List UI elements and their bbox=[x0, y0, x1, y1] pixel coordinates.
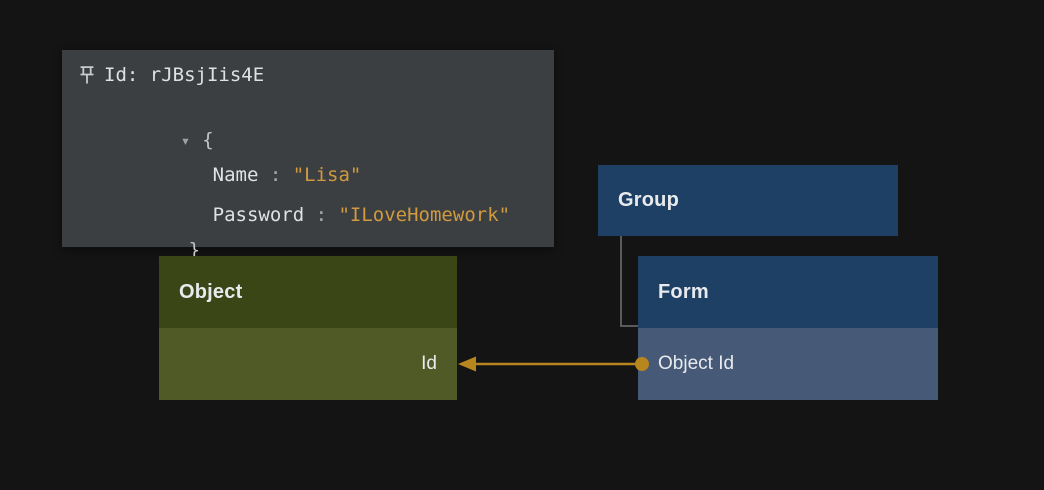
group-form-connector-line bbox=[620, 236, 638, 327]
arrowhead-icon bbox=[458, 356, 476, 372]
form-row-object-id[interactable]: Object Id bbox=[638, 328, 938, 400]
field-key: Name bbox=[212, 164, 259, 186]
pin-icon[interactable] bbox=[79, 65, 95, 85]
open-brace: { bbox=[202, 129, 214, 151]
node-object[interactable]: Object Id bbox=[159, 256, 457, 400]
record-id-text: Id: rJBsjIis4E bbox=[104, 64, 265, 86]
node-object-title: Object bbox=[159, 256, 457, 328]
json-field-name: Name : "Lisa" bbox=[144, 133, 362, 217]
node-group[interactable]: Group bbox=[598, 165, 898, 236]
field-value: "Lisa" bbox=[292, 164, 362, 186]
field-value: "ILoveHomework" bbox=[338, 204, 511, 226]
collapse-arrow-icon[interactable]: ▾ bbox=[180, 131, 191, 150]
node-group-title: Group bbox=[618, 189, 679, 211]
reference-arrow[interactable] bbox=[458, 356, 649, 372]
json-field-password: Password : "ILoveHomework" bbox=[144, 173, 510, 257]
node-form-title: Form bbox=[638, 256, 938, 328]
field-key: Password bbox=[212, 204, 305, 226]
field-separator: : bbox=[258, 164, 293, 186]
node-form[interactable]: Form Object Id bbox=[638, 256, 938, 400]
row-label: Object Id bbox=[658, 353, 735, 374]
inspect-popup: Id: rJBsjIis4E ▾ { Name : "Lisa" Password… bbox=[62, 50, 554, 261]
object-row-id[interactable]: Id bbox=[159, 328, 457, 400]
row-label: Id bbox=[421, 353, 437, 374]
field-separator: : bbox=[304, 204, 339, 226]
close-brace: } bbox=[188, 239, 201, 261]
